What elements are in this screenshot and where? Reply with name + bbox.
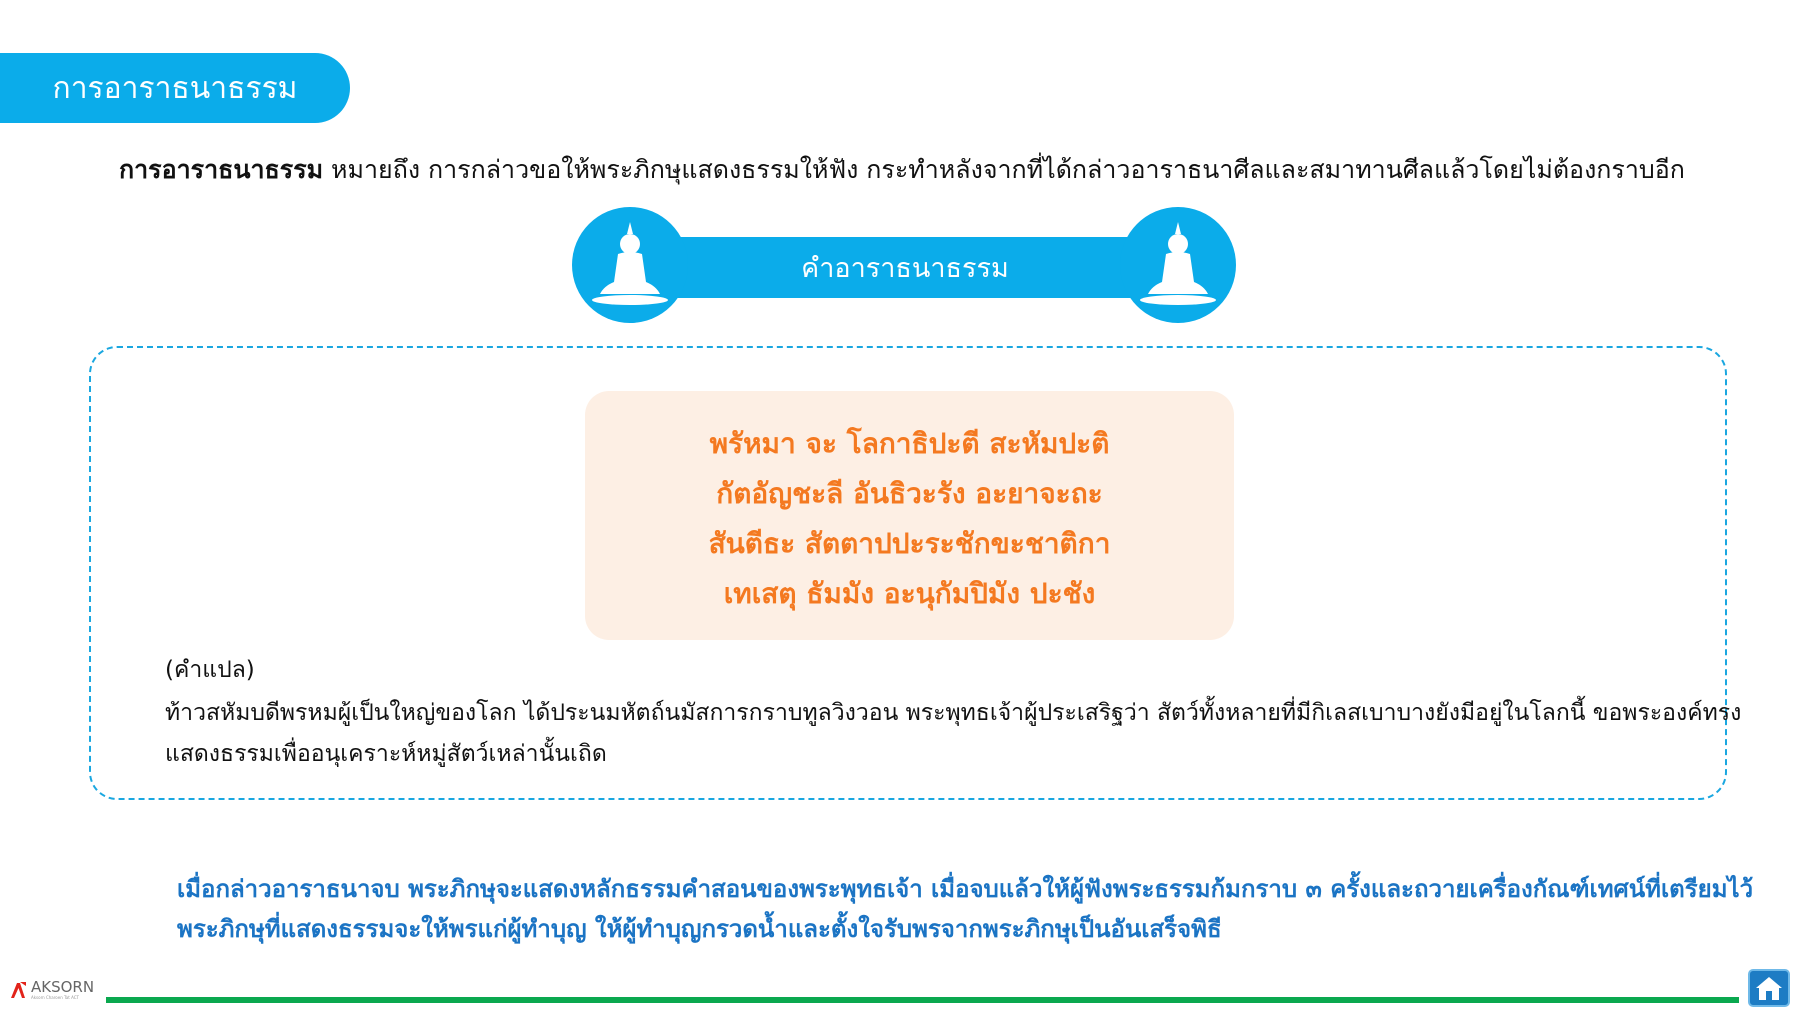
chant-line: เทเสตุ ธัมมัง อะนุกัมปิมัง ปะชัง [723,577,1096,610]
chant-line: พรัหมา จะ โลกาธิปะตี สะหัมปะติ [709,427,1110,460]
chant-box: พรัหมา จะ โลกาธิปะตี สะหัมปะติ กัตอัญชะล… [585,391,1234,640]
buddha-icon [1120,207,1236,323]
chant-line: กัตอัญชะลี อันธิวะรัง อะยาจะถะ [716,477,1103,510]
intro-text: การอาราธนาธรรม หมายถึง การกล่าวขอให้พระภ… [119,150,1719,190]
chant-line: สันตีธะ สัตตาปปะระชักขะชาติกา [708,527,1111,560]
intro-definition: หมายถึง การกล่าวขอให้พระภิกษุแสดงธรรมให้… [323,155,1685,184]
home-button[interactable] [1748,969,1790,1007]
logo-subtext: Aksorn Charoen Tat ACT [31,995,79,1000]
note-line: เมื่อกล่าวอาราธนาจบ พระภิกษุจะแสดงหลักธร… [177,875,1754,903]
note-line: พระภิกษุที่แสดงธรรมจะให้พรแก่ผู้ทำบุญ ให… [177,915,1222,943]
logo-text: AKSORN [31,978,95,996]
home-icon [1756,977,1782,1000]
translation-label: (คำแปล) [165,657,255,683]
intro-term: การอาราธนาธรรม [119,155,324,184]
banner-title: คำอาราธนาธรรม [660,237,1150,298]
page-title: การอาราธนาธรรม [0,53,350,123]
logo-mark-icon [11,982,26,998]
buddha-icon [572,207,688,323]
translation-line: แสดงธรรมเพื่ออนุเคราะห์หมู่สัตว์เหล่านั้… [165,741,607,767]
footer-line [106,997,1739,1003]
translation-line: ท้าวสหัมบดีพรหมผู้เป็นใหญ่ของโลก ได้ประน… [165,700,1742,726]
content-frame [89,346,1727,800]
aksorn-logo: AKSORN Aksorn Charoen Tat ACT [9,980,94,1000]
